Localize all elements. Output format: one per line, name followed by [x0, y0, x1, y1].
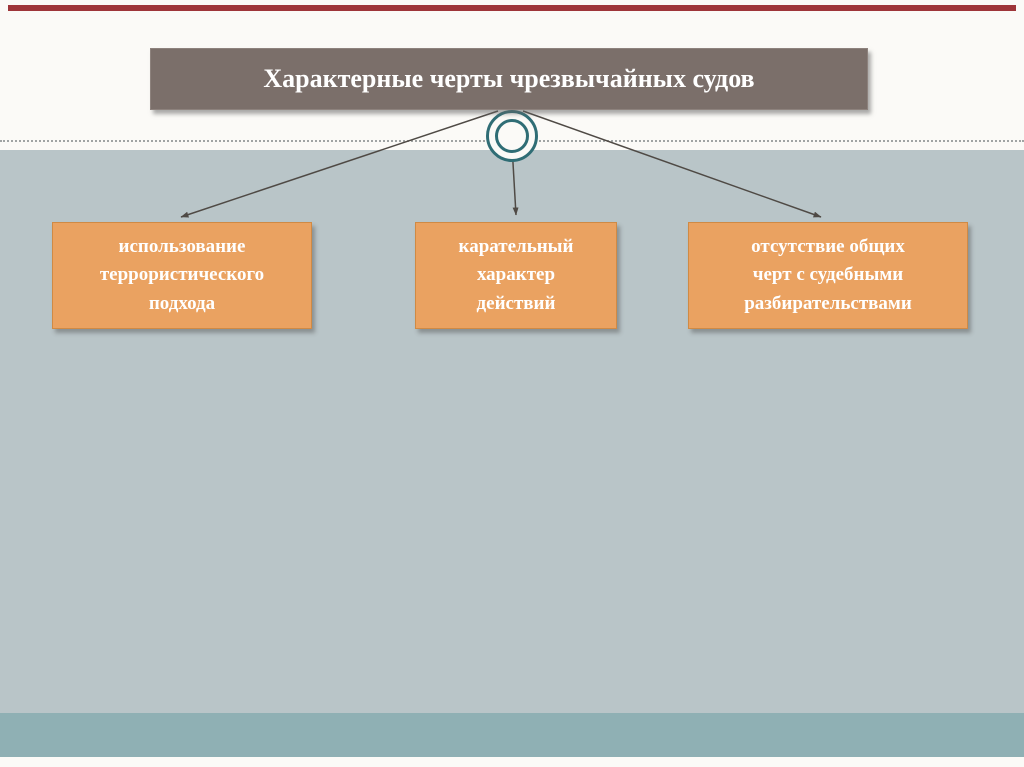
- diagram-node-label: использование террористического подхода: [99, 235, 265, 314]
- hub-circle-inner-ring: [495, 119, 529, 153]
- top-accent-bar: [8, 5, 1016, 11]
- diagram-root-node: Характерные черты чрезвычайных судов: [150, 48, 868, 110]
- hub-circle-decoration: [486, 110, 538, 162]
- diagram-node-punitive-actions: карательный характер действий: [415, 222, 617, 329]
- diagram-root-label: Характерные черты чрезвычайных судов: [263, 64, 755, 93]
- diagram-node-label: отсутствие общих черт с судебными разбир…: [744, 235, 912, 314]
- slide-bottom-band: [0, 713, 1024, 757]
- diagram-node-no-judicial-features: отсутствие общих черт с судебными разбир…: [688, 222, 968, 329]
- diagram-node-label: карательный характер действий: [458, 235, 574, 314]
- diagram-node-terrorist-approach: использование террористического подхода: [52, 222, 312, 329]
